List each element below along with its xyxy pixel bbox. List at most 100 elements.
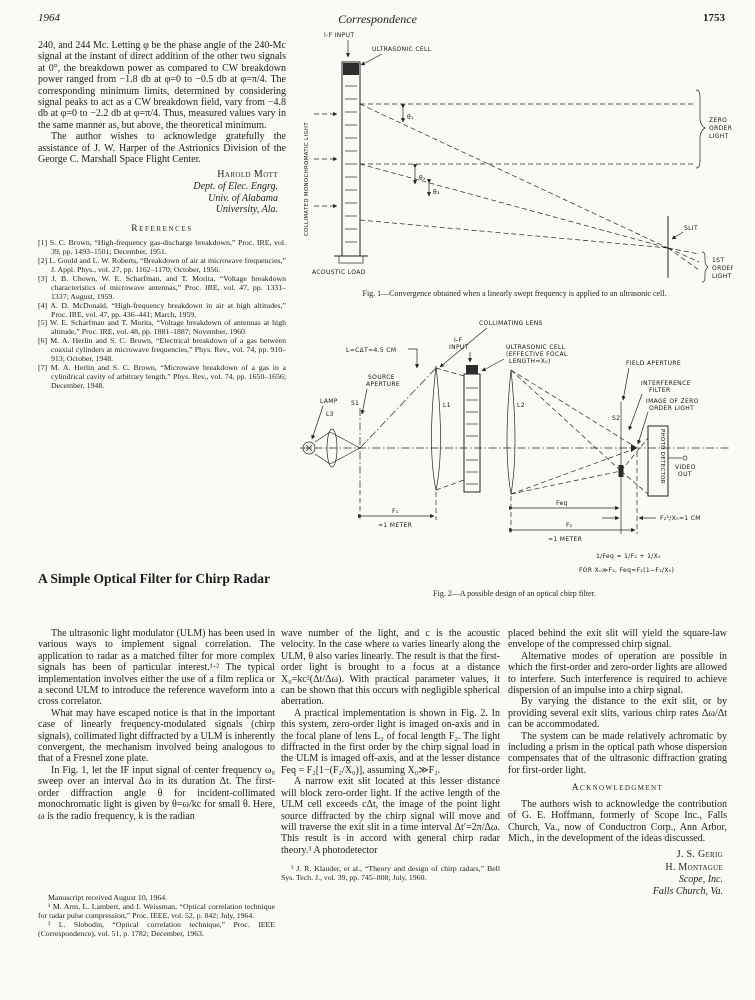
- article-signature: J. S. Gerig H. Montague Scope, Inc. Fall…: [508, 849, 723, 898]
- lamp-ray: [314, 447, 361, 465]
- reference-number: [4]: [38, 300, 48, 310]
- ultrasonic-cell-label: ULTRASONIC CELL: [372, 46, 432, 53]
- slit-image-mark: [618, 465, 624, 477]
- reference-item: [3] J. B. Chown, W. E. Scharfman, and T.…: [38, 273, 287, 302]
- video-out-label: OUT: [678, 471, 692, 478]
- ultrasonic-cell-label: LENGTH≈X₀): [509, 358, 551, 365]
- video-out-label: VIDEO: [675, 464, 696, 471]
- body-paragraph: Alternative modes of operation are possi…: [508, 650, 727, 697]
- f2-label: F₂: [566, 522, 573, 529]
- reference-number: [1]: [38, 238, 48, 248]
- reference-item: [6] M. A. Herlin and S. C. Brown, “Elect…: [38, 336, 286, 364]
- s2-label: S2: [612, 415, 620, 422]
- collimated-ray: [435, 367, 465, 377]
- footnote: Manuscript received August 10, 1964.: [48, 893, 168, 902]
- body-paragraph: What may have escaped notice is that in …: [38, 707, 275, 765]
- reference-text: J. B. Chown, W. E. Scharfman, and T. Mor…: [51, 273, 287, 301]
- article-column-2: wave number of the light, and c is the a…: [281, 628, 500, 883]
- body-paragraph: 240, and 244 Mc. Letting φ be the phase …: [38, 40, 286, 131]
- zero-order-image-mark: [631, 444, 637, 452]
- author-name: J. S. Gerig: [676, 849, 723, 861]
- cell-length-label: L=CΔT≈4.5 CM: [346, 347, 396, 354]
- reference-text: M. A. Herlin and S. C. Brown, “Electrica…: [50, 336, 286, 364]
- reference-number: [3]: [38, 273, 48, 283]
- ultrasonic-cell-label: ULTRASONIC CELL: [506, 344, 566, 351]
- body-paragraph: By varying the distance to the exit slit…: [508, 696, 727, 731]
- header-year: 1964: [38, 12, 60, 24]
- collimated-light-label: COLLIMATED MONOCHROMATIC LIGHT: [304, 122, 310, 236]
- photo-detector-label: PHOTO DETECTOR: [659, 429, 665, 484]
- author-signature: Harold Mott Dept. of Elec. Engrg. Univ. …: [38, 169, 278, 215]
- acknowledgment-paragraph: The authors wish to acknowledge the cont…: [508, 798, 727, 844]
- left-column-top: 240, and 244 Mc. Letting φ be the phase …: [38, 40, 286, 391]
- slit-label: SLIT: [684, 225, 698, 232]
- lamp-ray: [314, 431, 361, 449]
- theta3-label: θ₃: [433, 189, 440, 196]
- incident-light-arrows: [314, 111, 338, 209]
- ultrasonic-cell-drawing: [463, 365, 481, 493]
- figure-2: LAMP L3 S1 SOURCE APERTURE L=CΔT≈4.5 CM …: [296, 308, 733, 598]
- photo-detector-box: [647, 425, 669, 497]
- body-paragraph: placed behind the exit slit will yield t…: [508, 628, 727, 651]
- article-column-1: The ultrasonic light modulator (ULM) has…: [38, 628, 275, 822]
- figure-1-diagram: I-F INPUT ULTRASONIC CELL COLLIMATED MON…: [304, 32, 733, 283]
- collimated-ray: [435, 479, 465, 491]
- zero-order-label: ZERO: [709, 117, 727, 124]
- references-heading: References: [131, 223, 193, 234]
- f2-x0-label: F₂²/X₀≈1 CM: [660, 515, 701, 522]
- reference-text: M. A. Herlin and S. C. Brown, “Microwave…: [50, 362, 286, 390]
- ultrasonic-cell-drawing: [334, 61, 368, 264]
- references-list: [1] S. C. Brown, “High-frequency gas-dis…: [38, 238, 287, 391]
- zero-order-image-label: ORDER LIGHT: [649, 405, 694, 412]
- body-paragraph: The system can be made relatively achrom…: [508, 730, 727, 776]
- feq-label: Feq: [556, 500, 568, 507]
- meter-label: ≈1 METER: [378, 522, 412, 529]
- theta2-label: θ₂: [419, 175, 426, 182]
- footnotes: Manuscript received August 10, 1964. ¹ M…: [38, 893, 275, 939]
- first-order-rays: [359, 103, 700, 271]
- lens-l3-label: L3: [326, 411, 334, 418]
- meter-label: ≈1 METER: [548, 536, 582, 543]
- zero-order-brace: [695, 89, 706, 169]
- reference-item: [2] L. Gould and L. W. Roberts, “Breakdo…: [38, 256, 286, 275]
- theta1-label: θ₁: [407, 114, 414, 121]
- reference-item: [4] A. D. McDonald, “High-frequency brea…: [38, 300, 286, 320]
- body-paragraph: A practical implementation is shown in F…: [281, 707, 500, 776]
- angle-marks: [400, 104, 432, 197]
- footnote: ³ J. R. Klauder, et al., “Theory and des…: [281, 864, 500, 883]
- zero-order-label: ORDER: [709, 125, 732, 132]
- reference-number: [2]: [38, 256, 48, 266]
- first-order-label: ORDER: [712, 265, 733, 272]
- article-title: A Simple Optical Filter for Chirp Radar: [38, 571, 270, 586]
- article-column-3: placed behind the exit slit will yield t…: [508, 628, 727, 898]
- collimating-lens-label: COLLIMATING LENS: [479, 320, 543, 327]
- header-page-number: 1753: [703, 12, 725, 24]
- cell-length-pointer: [408, 348, 420, 369]
- if-input-label: I-F: [454, 337, 463, 344]
- first-order-label: 1ST: [712, 257, 724, 264]
- body-paragraph: wave number of the light, and c is the a…: [281, 628, 500, 708]
- video-out-terminal: [682, 455, 688, 461]
- first-order-brace: [701, 251, 709, 283]
- zero-order-image-label: IMAGE OF ZERO: [646, 398, 699, 405]
- zero-order-label: LIGHT: [709, 133, 729, 140]
- source-ray: [359, 367, 437, 449]
- if-input-label: I-F INPUT: [324, 32, 354, 39]
- body-paragraph: In Fig. 1, let the IF input signal of ce…: [38, 764, 275, 822]
- body-paragraph: A narrow exit slit located at this lesse…: [281, 776, 500, 856]
- lens-l1-label: L1: [443, 402, 451, 409]
- feq-approx-formula: FOR X₀≫F₂, Feq≈F₂(1−F₂/X₀): [579, 567, 674, 574]
- lens-l3-drawing: [326, 428, 338, 468]
- footnote: ² L. Slobodin, “Optical correlation tech…: [38, 919, 275, 938]
- interference-filter-label: FILTER: [649, 387, 670, 394]
- reference-text: L. Gould and L. W. Roberts, “Breakdown o…: [49, 256, 286, 274]
- reference-item: [7] M. A. Herlin and S. C. Brown, “Micro…: [38, 362, 286, 391]
- reference-item: [5] W. E. Scharfman and T. Morita, “Volt…: [38, 318, 286, 337]
- footnote: ¹ M. Arm, L. Lambert, and I. Weissman, “…: [38, 901, 275, 920]
- reference-number: [6]: [38, 336, 48, 346]
- reference-number: [7]: [38, 362, 48, 372]
- reference-text: W. E. Scharfman and T. Morita, “Voltage …: [49, 318, 286, 337]
- reference-number: [5]: [38, 318, 48, 328]
- reference-item: [1] S. C. Brown, “High-frequency gas-dis…: [38, 238, 286, 257]
